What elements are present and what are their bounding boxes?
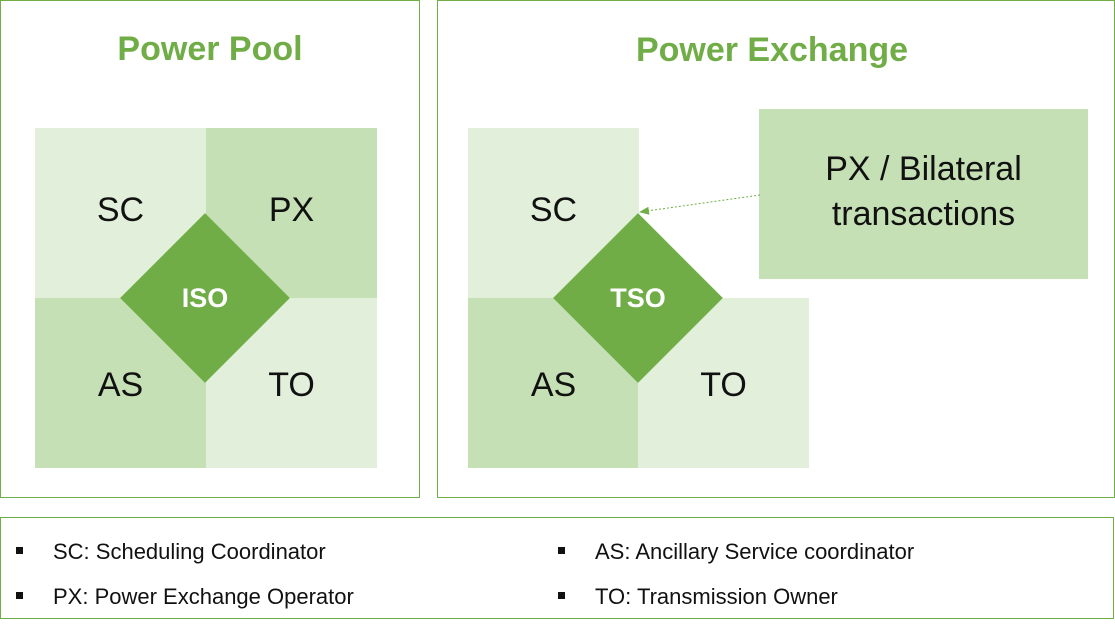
legend: SC: Scheduling Coordinator PX: Power Exc…	[0, 517, 1114, 619]
power-exchange-title: Power Exchange	[635, 31, 909, 69]
bullet-icon	[16, 592, 23, 599]
px-bilateral-text: PX / Bilateral transactions	[825, 147, 1022, 237]
px-bilateral-line2: transactions	[831, 194, 1016, 233]
legend-item-as: AS: Ancillary Service coordinator	[595, 539, 915, 564]
tso-label: TSO	[610, 282, 666, 313]
iso-label: ISO	[181, 282, 229, 313]
cell-label: PX	[268, 191, 315, 229]
cell-label: SC	[96, 191, 145, 229]
power-pool-cell-px: PX	[206, 128, 377, 298]
bullet-icon	[16, 547, 23, 554]
cell-label: AS	[97, 366, 144, 404]
legend-item-to: TO: Transmission Owner	[595, 584, 838, 609]
px-bilateral-line1: PX / Bilateral	[825, 149, 1022, 188]
bullet-icon	[558, 547, 565, 554]
cell-label: AS	[530, 366, 577, 404]
legend-item-sc: SC: Scheduling Coordinator	[53, 539, 326, 564]
power-pool-title: Power Pool	[117, 30, 303, 68]
bullet-icon	[558, 592, 565, 599]
cell-label: SC	[529, 191, 578, 229]
cell-label: TO	[700, 366, 747, 404]
legend-item-px: PX: Power Exchange Operator	[53, 584, 354, 609]
cell-label: TO	[268, 366, 315, 404]
px-bilateral-box: PX / Bilateral transactions	[759, 109, 1088, 279]
